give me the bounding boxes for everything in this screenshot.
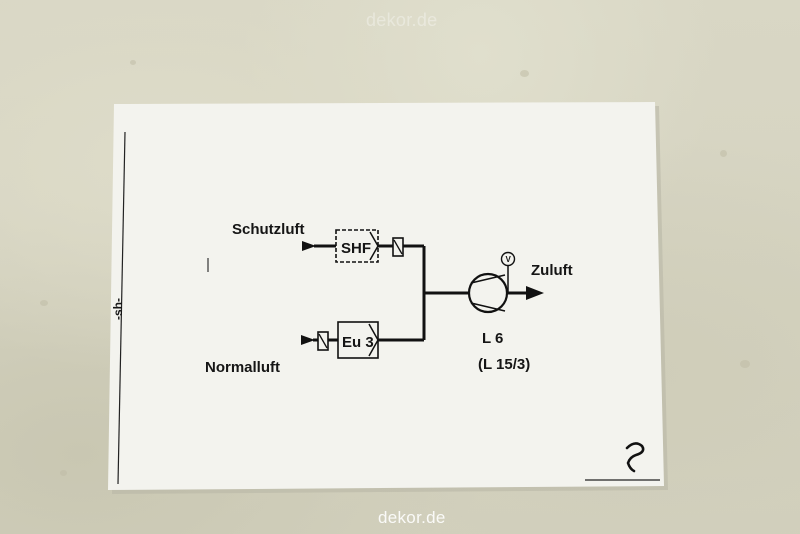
side-note: -sh- [111,298,125,320]
zuluft-label: Zuluft [531,262,573,279]
gauge-symbol: V [506,255,512,264]
wall-texture-speck [130,60,136,65]
normalluft-label: Normalluft [205,359,280,376]
schutzluft-label: Schutzluft [232,221,305,238]
watermark-top: dekor.de [366,10,438,30]
gauge-icon [500,251,516,267]
fan-id-label: L 6 [482,330,503,347]
wall-texture-speck [520,70,529,77]
shf-unit-label: SHF [341,240,371,257]
watermark-bottom: dekor.de [378,508,446,527]
wall-texture-speck [720,150,727,157]
paper-sheet [108,102,664,490]
normalluft-flow-line: Eu 3 [301,321,424,359]
handwritten-mark [625,442,645,473]
wall-texture-speck [40,300,48,306]
wall-texture-speck [740,360,750,368]
margin-line [117,131,126,485]
zuluft-arrow-icon [526,286,544,300]
fan-ref-label: (L 15/3) [478,356,530,373]
eu3-filter-label: Eu 3 [342,334,374,351]
fan-icon [467,272,509,314]
wall-texture-speck [60,470,67,476]
